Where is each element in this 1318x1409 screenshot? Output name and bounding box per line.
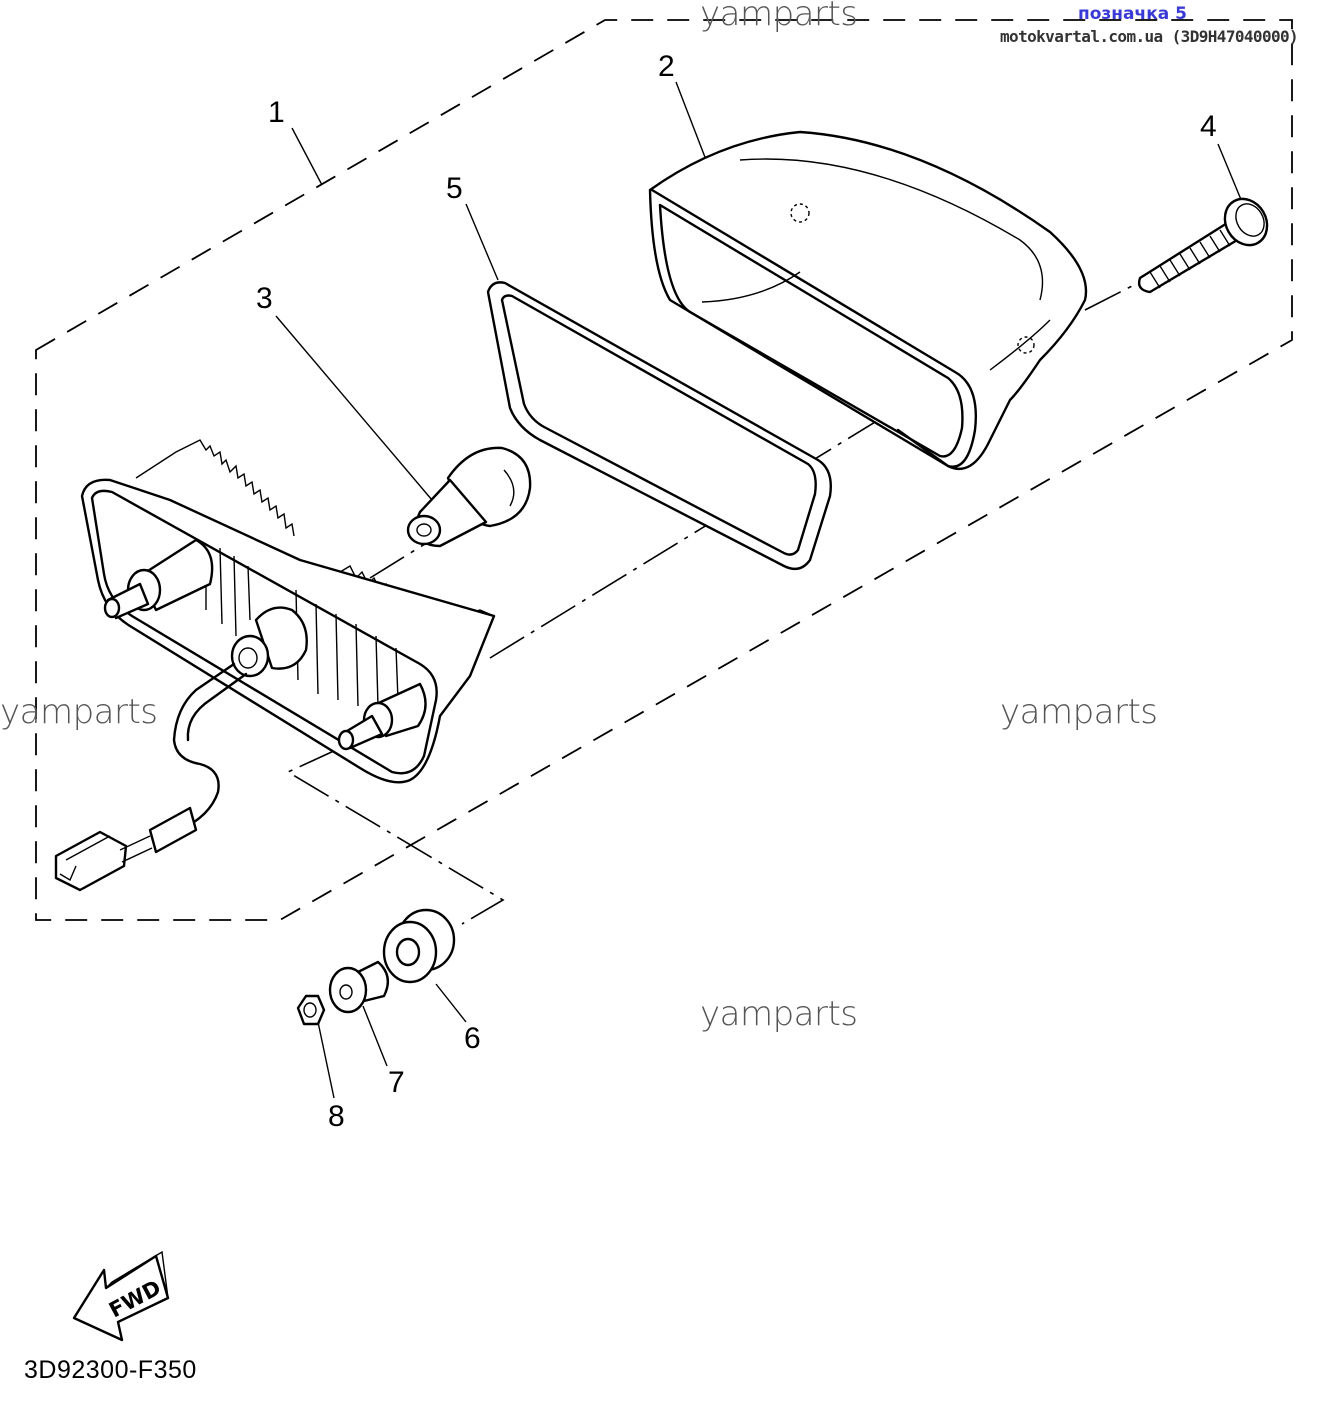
fwd-arrow-icon: FWD	[72, 1250, 170, 1342]
collar-part-7	[328, 960, 390, 1014]
callout-5: 5	[446, 172, 463, 205]
callout-7: 7	[388, 1066, 405, 1099]
lens-part-2	[648, 130, 1088, 471]
callout-1: 1	[268, 96, 285, 129]
callout-4: 4	[1200, 110, 1217, 143]
grommet-part-6	[382, 908, 456, 984]
housing-part-1	[54, 439, 496, 892]
bulb-part-3	[406, 446, 532, 548]
screw-part-4	[1137, 197, 1269, 294]
leader-lines	[275, 81, 1243, 1099]
callout-6: 6	[464, 1022, 481, 1055]
mark-link[interactable]: позначка 5	[1078, 4, 1187, 24]
watermark-left: yamparts	[0, 692, 158, 732]
watermark-right: yamparts	[1000, 692, 1158, 732]
watermark-top: yamparts	[700, 0, 858, 34]
callout-3: 3	[256, 282, 273, 315]
watermark-bottom: yamparts	[700, 994, 858, 1034]
diagram-code: 3D92300-F350	[24, 1356, 197, 1384]
assembly-boundary	[35, 19, 1293, 921]
callout-8: 8	[328, 1100, 345, 1133]
nut-part-8	[296, 994, 326, 1026]
callout-2: 2	[658, 50, 675, 83]
source-reference: motokvartal.com.ua (3D9H47040000)	[1000, 27, 1299, 46]
gasket-part-5	[486, 281, 832, 571]
